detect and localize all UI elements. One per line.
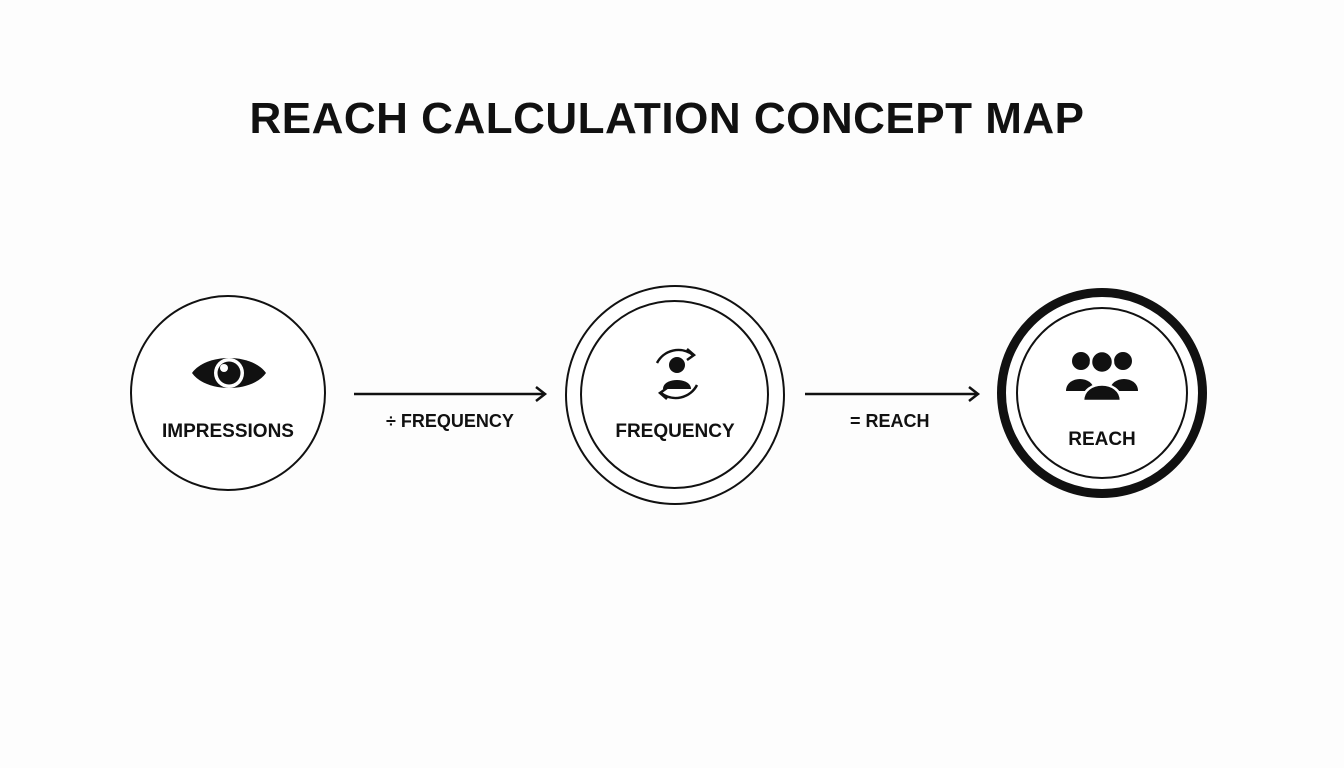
- node-inner-ring: [1016, 307, 1188, 479]
- eye-icon: [192, 358, 266, 388]
- edge-label-equals-reach: = REACH: [850, 411, 930, 431]
- group-icon: [1066, 349, 1138, 403]
- node-label-reach: REACH: [1068, 429, 1136, 450]
- edge-label-divide-frequency: ÷ FREQUENCY: [386, 411, 514, 431]
- node-frequency: FREQUENCY: [565, 285, 785, 505]
- node-label-impressions: IMPRESSIONS: [162, 421, 294, 442]
- person-cycle-icon: [655, 348, 699, 400]
- edge-arrow-impressions-to-frequency: [354, 386, 548, 402]
- node-label-frequency: FREQUENCY: [615, 421, 735, 442]
- edge-arrow-frequency-to-reach: [805, 386, 981, 402]
- node-impressions: IMPRESSIONS: [130, 295, 326, 491]
- node-reach: REACH: [997, 288, 1207, 498]
- node-inner-ring: [580, 300, 769, 489]
- page-title: REACH CALCULATION CONCEPT MAP: [249, 94, 1085, 143]
